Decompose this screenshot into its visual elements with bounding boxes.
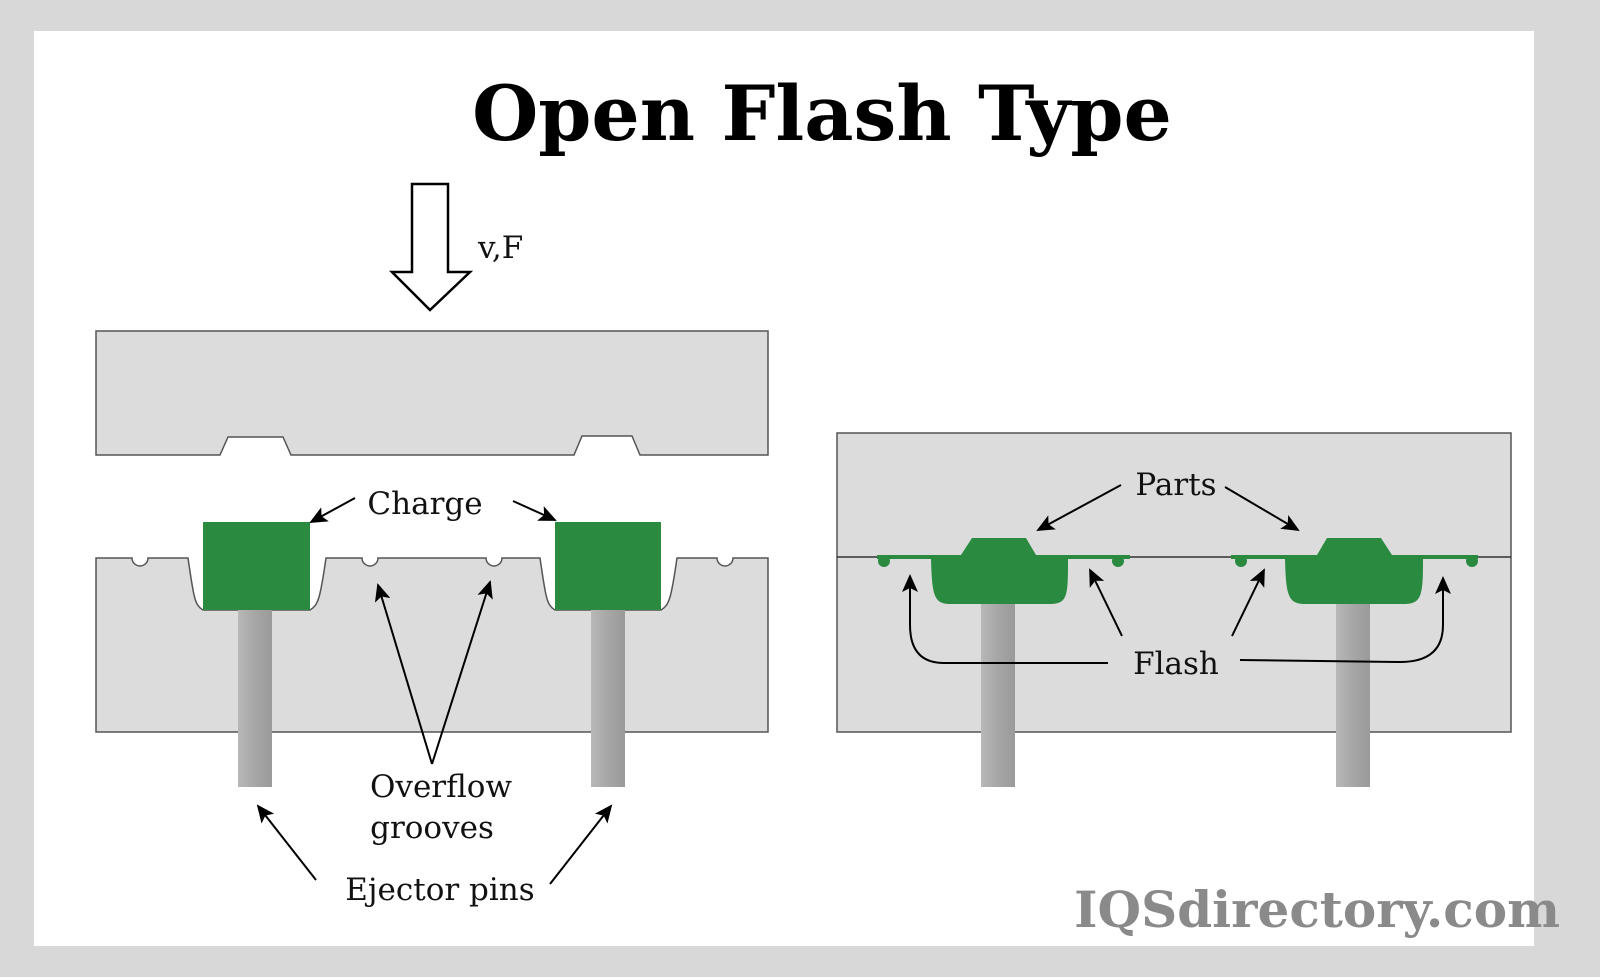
charge-arrow-left xyxy=(309,497,356,523)
right-diagram: Parts Flash xyxy=(836,432,1512,787)
flash-arrow-inner-left xyxy=(1089,568,1123,637)
overflow-label-line2: grooves xyxy=(370,810,494,846)
part-left xyxy=(877,538,1130,604)
bottom-mold xyxy=(95,557,769,733)
parts-arrow-right xyxy=(1224,486,1300,532)
ejector-pins-label: Ejector pins xyxy=(345,872,534,908)
overflow-arrow-left xyxy=(374,583,433,765)
flash-bead xyxy=(1112,555,1124,567)
charge-left xyxy=(203,522,310,610)
force-arrow-icon xyxy=(388,182,474,312)
ejector-pin-right xyxy=(591,610,625,787)
overflow-arrow-right xyxy=(431,580,493,765)
part-right xyxy=(1231,538,1478,604)
force-label: v,F xyxy=(477,230,523,266)
parts-arrow-left xyxy=(1036,484,1122,531)
ejector-pin-right-right xyxy=(1336,604,1370,787)
parts-label: Parts xyxy=(1135,467,1216,503)
ejector-pin-right-left xyxy=(981,604,1015,787)
ejector-arrow-right xyxy=(549,804,613,885)
overflow-label-line1: Overflow xyxy=(370,769,512,805)
flash-arrow-outer-left xyxy=(902,574,1108,664)
left-diagram: Charge Overflow grooves Ejector pins xyxy=(95,330,769,908)
charge-arrow-right xyxy=(512,500,557,521)
flash-arrow-outer-right xyxy=(1239,576,1451,664)
title: Open Flash Type xyxy=(472,69,1172,158)
charge-label: Charge xyxy=(367,486,482,522)
charge-right xyxy=(555,522,661,610)
ejector-arrow-left xyxy=(256,804,317,881)
ejector-pin-left xyxy=(238,610,272,787)
top-mold xyxy=(95,330,769,456)
flash-arrow-inner-right xyxy=(1231,568,1265,637)
watermark-logo: IQSdirectory.com xyxy=(1074,880,1560,939)
flash-label: Flash xyxy=(1133,646,1219,682)
flash-bead xyxy=(1466,555,1478,567)
flash-bead xyxy=(1235,555,1247,567)
flash-bead xyxy=(878,555,890,567)
